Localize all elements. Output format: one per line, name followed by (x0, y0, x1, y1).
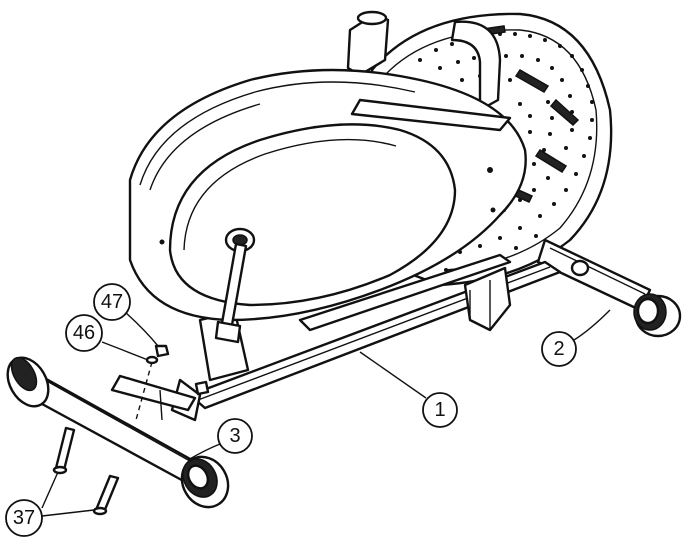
callout-46-label: 46 (73, 322, 95, 344)
front-stabilizer (6, 356, 230, 509)
callout-46: 46 (65, 314, 149, 361)
callout-3-label: 3 (229, 425, 240, 447)
rear-stabilizer (536, 238, 682, 338)
callout-2-label: 2 (553, 338, 564, 360)
callout-1-label: 1 (434, 399, 445, 421)
callout-2: 2 (541, 309, 611, 367)
crank-arm (214, 227, 256, 344)
callout-1: 1 (359, 351, 458, 428)
callout-37-label: 37 (13, 507, 35, 529)
washer-and-nut (145, 344, 210, 396)
bolt-alignment-line (135, 361, 153, 421)
callout-47: 47 (93, 283, 159, 347)
carriage-bolts (52, 426, 120, 516)
main-frame (170, 253, 562, 422)
upright-post (346, 10, 502, 112)
callout-47-label: 47 (101, 291, 123, 313)
callout-37: 37 (5, 471, 95, 537)
callout-3: 3 (187, 418, 253, 461)
